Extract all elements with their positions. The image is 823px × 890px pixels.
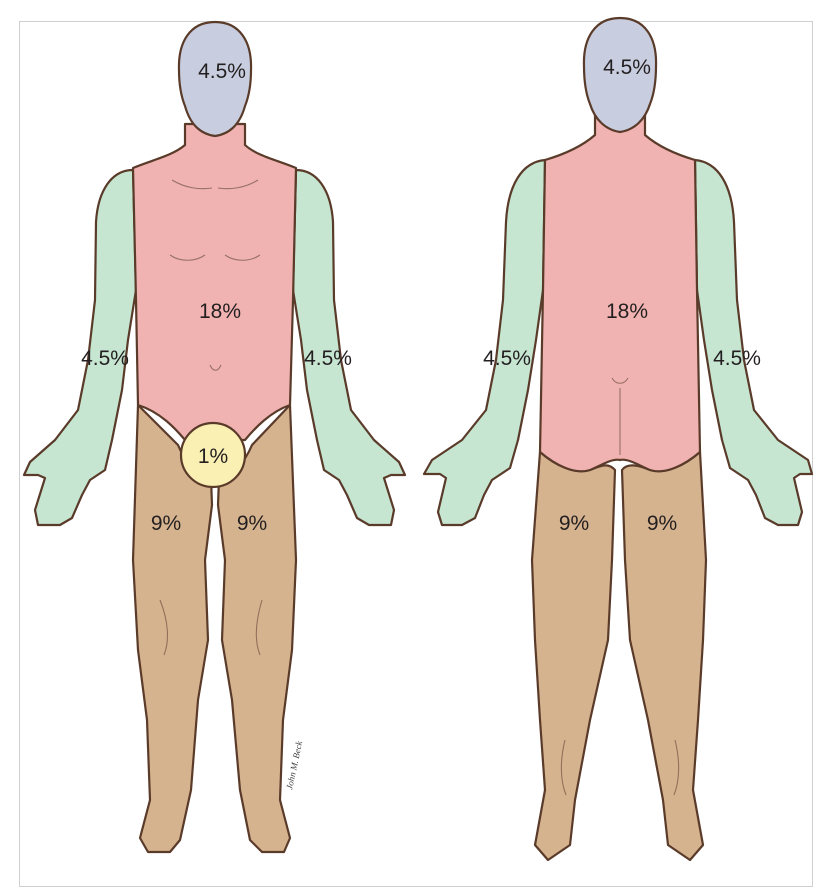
front-trunk	[133, 124, 296, 440]
back-left-arm	[424, 160, 545, 525]
back-left-leg-label: 9%	[559, 512, 589, 535]
back-figure	[424, 18, 812, 860]
front-figure	[24, 22, 405, 852]
back-right-arm-label: 4.5%	[713, 347, 761, 370]
artist-signature: John M. Beck	[284, 739, 304, 790]
back-left-arm-label: 4.5%	[483, 347, 531, 370]
back-right-arm	[695, 160, 812, 525]
front-trunk-label: 18%	[199, 300, 241, 323]
front-head-label: 4.5%	[198, 60, 246, 83]
back-head-label: 4.5%	[603, 56, 651, 79]
front-genitals-label: 1%	[198, 445, 228, 468]
back-right-leg-label: 9%	[647, 512, 677, 535]
front-right-arm-label: 4.5%	[81, 347, 129, 370]
front-left-arm-label: 4.5%	[304, 347, 352, 370]
front-left-leg-label: 9%	[237, 512, 267, 535]
front-right-leg-label: 9%	[151, 512, 181, 535]
back-trunk-label: 18%	[606, 300, 648, 323]
